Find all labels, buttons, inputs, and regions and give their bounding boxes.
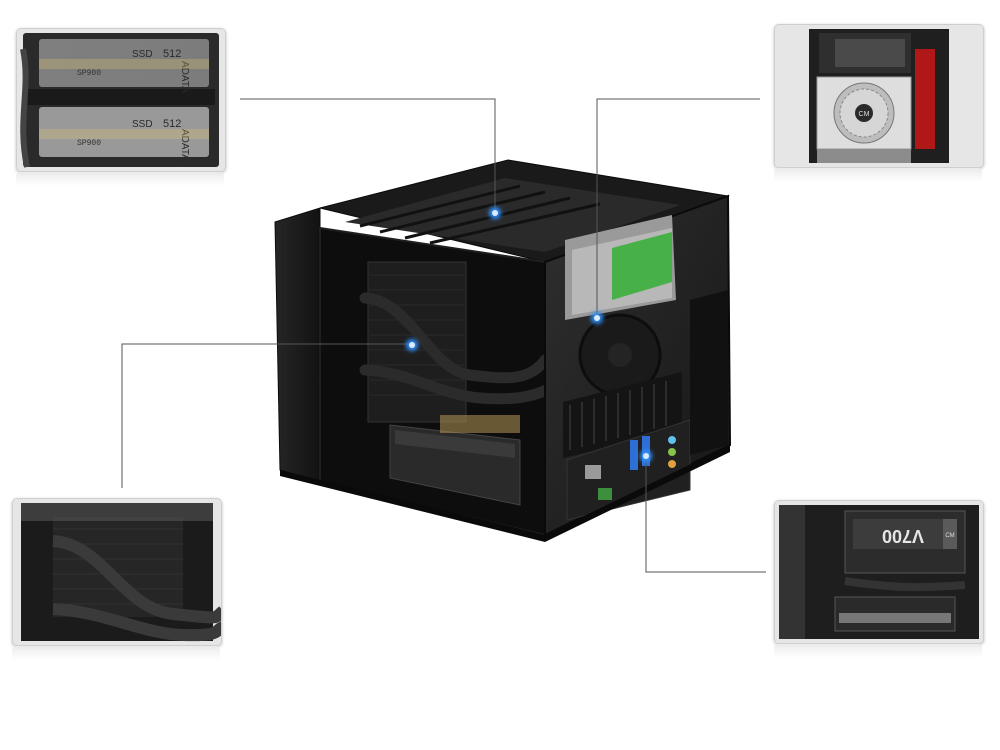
ssd-top-model: SP900	[77, 69, 101, 78]
radiator-inset[interactable]	[12, 498, 222, 646]
case-image	[274, 159, 732, 542]
ssd-top-type: SSD	[132, 49, 153, 60]
ssd-bottom-type: SSD	[132, 119, 153, 130]
psu-bay-inset[interactable]: CM	[774, 24, 984, 168]
ssd-inset-reflection	[16, 172, 224, 186]
ssd-top-capacity: 512	[163, 48, 181, 60]
vga-card-badge: CM	[945, 533, 954, 539]
vga-inset-reflection	[774, 644, 982, 658]
ssd-bottom-capacity: 512	[163, 118, 181, 130]
psu-fan-badge: CM	[859, 111, 870, 118]
ssd-top-brand: ADATA	[179, 61, 190, 93]
radiator-inset-reflection	[12, 646, 220, 660]
vga-card-model: V700	[882, 526, 924, 546]
vga-inset[interactable]: V700 CM	[774, 500, 984, 644]
ssd-bottom-brand: ADATA	[179, 129, 190, 161]
ssd-bottom-model: SP900	[77, 139, 101, 148]
ssd-bay-inset[interactable]: ADATA SSD 512 SP900 ADATA SSD 512 SP900	[16, 28, 226, 172]
psu-inset-reflection	[774, 168, 982, 182]
